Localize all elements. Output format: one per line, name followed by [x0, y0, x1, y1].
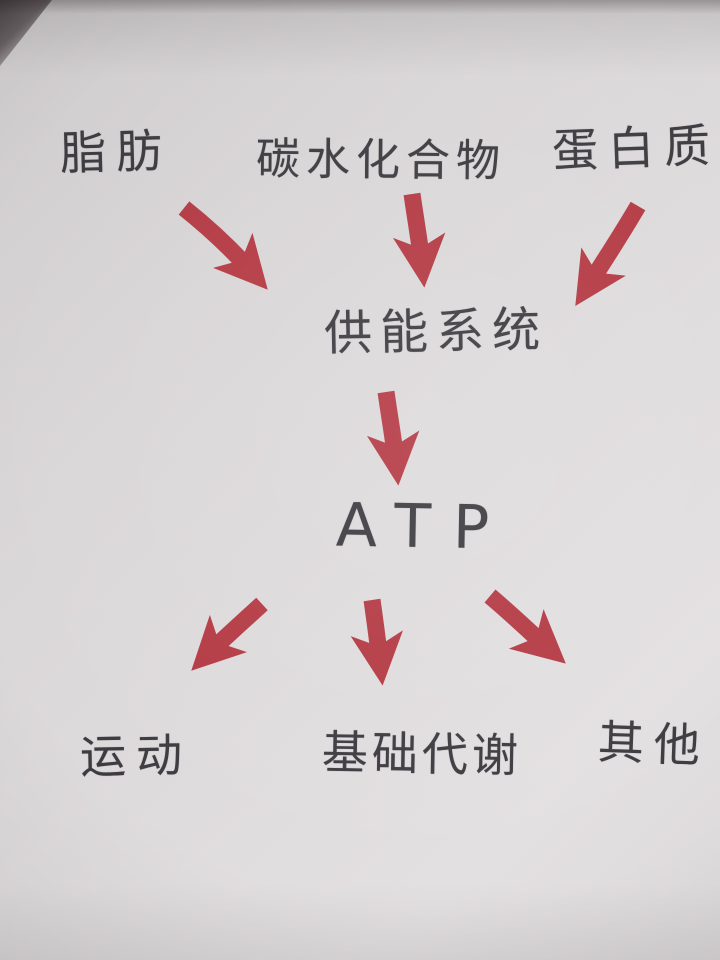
- paper-top-edge-shadow: [0, 0, 720, 14]
- node-label-exercise: 运动: [79, 728, 193, 784]
- arrow-protein-to-energy-icon: [575, 201, 646, 307]
- node-label-carbohydrate: 碳水化合物: [255, 133, 507, 188]
- arrow-atp-to-basal-icon: [350, 598, 403, 686]
- node-label-protein: 蛋白质: [551, 118, 720, 178]
- arrow-atp-to-exercise-icon: [191, 597, 268, 671]
- arrow-energy-to-atp-icon: [366, 390, 420, 486]
- node-label-other: 其他: [596, 715, 711, 773]
- arrow-atp-to-other-icon: [484, 589, 566, 664]
- node-label-atp: ATP: [335, 490, 512, 564]
- arrow-fat-to-energy-icon: [178, 201, 268, 290]
- node-label-fat: 脂肪: [59, 123, 173, 181]
- node-label-energy-supply-system: 供能系统: [323, 302, 549, 362]
- node-label-basal-metabolism: 基础代谢: [321, 725, 523, 783]
- arrow-carb-to-energy-icon: [392, 192, 446, 288]
